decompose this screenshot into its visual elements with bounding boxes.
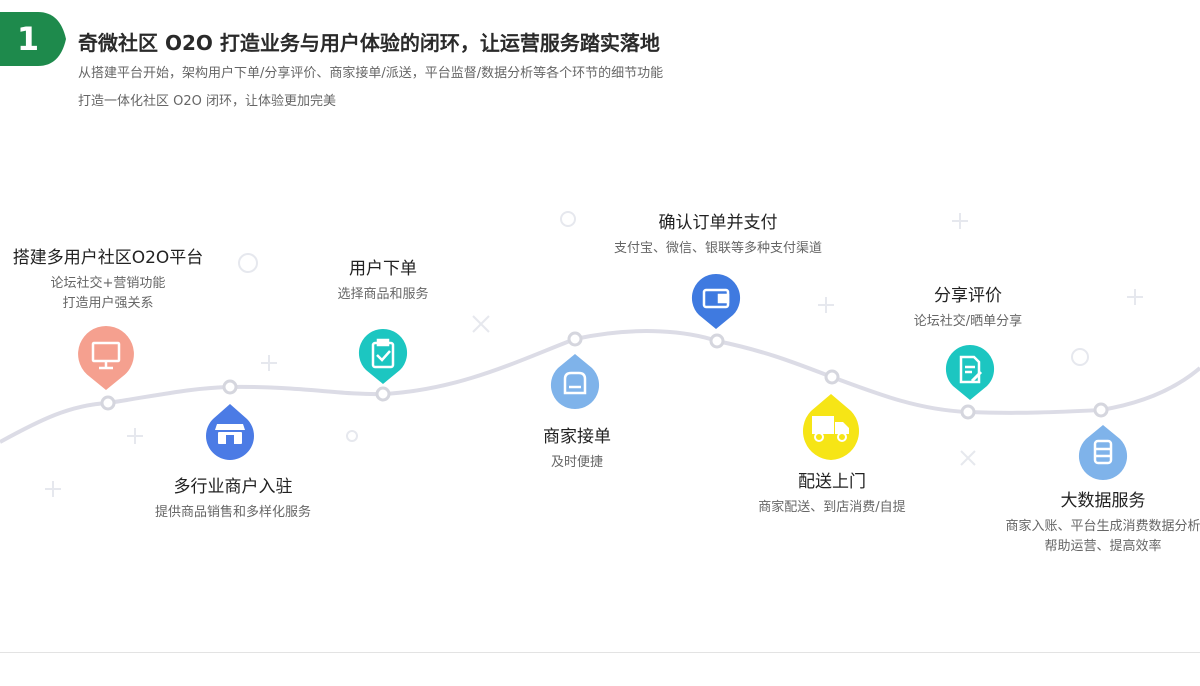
step-4-pin <box>550 354 600 410</box>
step-desc: 商家配送、到店消费/自提 <box>758 500 906 515</box>
page-subtitle-line2: 打造一体化社区 O2O 闭环，让体验更加完美 <box>78 94 337 109</box>
step-4-label: 商家接单 及时便捷 <box>543 426 611 473</box>
step-desc: 商家入账、平台生成消费数据分析 帮助运营、提高效率 <box>1005 517 1200 557</box>
deco-plus <box>45 481 61 497</box>
deco-cross <box>960 450 976 466</box>
step-desc: 选择商品和服务 <box>337 287 429 302</box>
page-title: 奇微社区 O2O 打造业务与用户体验的闭环，让运营服务踏实落地 <box>78 31 660 55</box>
step-8-label: 大数据服务 商家入账、平台生成消费数据分析 帮助运营、提高效率 <box>1005 490 1200 557</box>
truck-icon <box>812 416 849 442</box>
badge-shape <box>0 12 66 66</box>
step-title: 商家接单 <box>543 427 611 447</box>
database-icon <box>1093 439 1113 465</box>
step-title: 搭建多用户社区O2O平台 <box>12 248 204 268</box>
step-2-label: 多行业商户入驻 提供商品销售和多样化服务 <box>155 476 311 523</box>
step-1-label: 搭建多用户社区O2O平台 论坛社交+营销功能 打造用户强关系 <box>13 247 204 314</box>
deco-plus <box>127 428 143 444</box>
wallet-icon <box>702 288 730 309</box>
timeline-node <box>100 395 116 411</box>
deco-plus <box>952 213 968 229</box>
deco-circle <box>560 211 576 227</box>
timeline-node <box>709 333 725 349</box>
badge-number: 1 <box>16 20 40 58</box>
background-decorations <box>45 211 1143 497</box>
step-7-pin <box>945 345 995 400</box>
step-5-label: 确认订单并支付 支付宝、微信、银联等多种支付渠道 <box>614 212 822 259</box>
step-7-label: 分享评价 论坛社交/晒单分享 <box>914 285 1022 332</box>
step-desc: 论坛社交/晒单分享 <box>913 314 1023 329</box>
step-6-label: 配送上门 商家配送、到店消费/自提 <box>758 471 905 518</box>
deco-circle <box>1071 348 1089 366</box>
step-desc: 提供商品销售和多样化服务 <box>154 505 312 520</box>
step-title: 配送上门 <box>797 472 866 492</box>
step-number-badge: 1 <box>0 12 68 66</box>
timeline-node <box>567 331 583 347</box>
step-desc: 及时便捷 <box>550 455 603 470</box>
step-desc-line: 商家入账、平台生成消费数据分析 <box>1005 519 1200 534</box>
step-desc: 论坛社交+营销功能 打造用户强关系 <box>13 274 204 314</box>
step-1-pin <box>78 326 134 390</box>
timeline-node <box>375 386 391 402</box>
document-edit-icon <box>959 355 983 384</box>
deco-plus <box>261 355 277 371</box>
deco-plus <box>1127 289 1143 305</box>
step-title: 大数据服务 <box>1060 491 1146 511</box>
step-title: 分享评价 <box>933 286 1002 306</box>
timeline-node <box>824 369 840 385</box>
monitor-icon <box>91 341 121 370</box>
timeline-curve <box>0 329 1200 444</box>
clipboard-check-icon <box>371 338 395 369</box>
step-desc: 支付宝、微信、银联等多种支付渠道 <box>613 241 823 256</box>
timeline-nodes <box>100 331 1109 420</box>
step-desc-line: 打造用户强关系 <box>62 296 154 311</box>
deco-circle <box>238 253 258 273</box>
step-2-pin <box>206 404 254 460</box>
step-title: 用户下单 <box>348 259 417 279</box>
receipt-icon <box>563 371 587 395</box>
timeline-node <box>1093 402 1109 418</box>
deco-plus <box>818 297 834 313</box>
step-3-pin <box>358 329 408 384</box>
step-title: 多行业商户入驻 <box>173 477 293 497</box>
footer-divider <box>0 652 1200 653</box>
step-5-pin <box>691 274 741 329</box>
step-desc-line: 帮助运营、提高效率 <box>1044 539 1162 554</box>
page-subtitle-line1: 从搭建平台开始，架构用户下单/分享评价、商家接单/派送，平台监督/数据分析等各个… <box>78 66 664 81</box>
step-3-label: 用户下单 选择商品和服务 <box>337 258 428 305</box>
step-6-pin <box>802 394 860 460</box>
timeline-node <box>960 404 976 420</box>
step-8-pin <box>1078 425 1128 481</box>
timeline-node <box>222 379 238 395</box>
deco-circle <box>346 430 358 442</box>
step-desc-line: 论坛社交+营销功能 <box>50 276 166 291</box>
store-icon <box>215 424 245 444</box>
deco-cross <box>472 315 490 333</box>
step-title: 确认订单并支付 <box>658 213 778 233</box>
